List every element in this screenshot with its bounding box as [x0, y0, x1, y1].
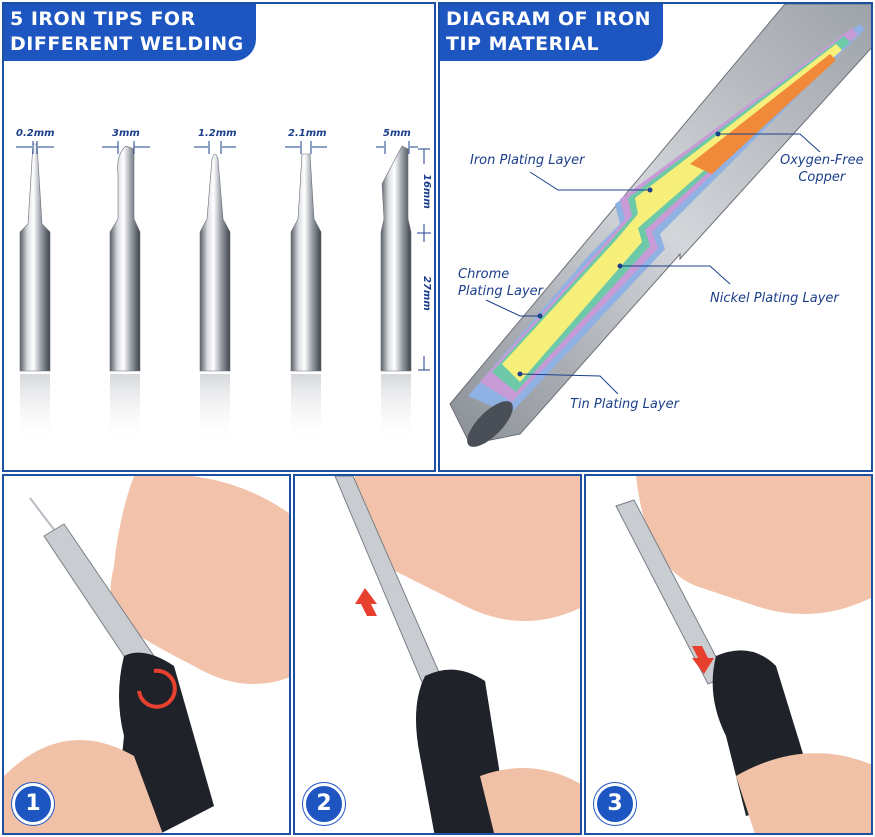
tip-size-label: 0.2mm — [16, 128, 55, 139]
iron-plating-label: Iron Plating Layer — [470, 153, 585, 168]
tip-length-label: 16mm — [421, 174, 432, 209]
step-3-illustration — [615, 476, 871, 833]
tip-size-label: 5mm — [383, 128, 411, 139]
tip-cross-section-illustration — [449, 4, 871, 447]
material-diagram-panel: DIAGRAM OF IRON TIP MATERIAL Iron Platin… — [438, 2, 873, 472]
label-leader-lines — [485, 131, 821, 395]
step-1-panel: 1 — [2, 474, 291, 835]
tips-illustration — [16, 141, 431, 444]
oxygen-free-copper-label: Oxygen-Free Copper — [780, 153, 864, 185]
tip-3mm — [109, 145, 141, 444]
tip-size-label: 2.1mm — [288, 128, 327, 139]
width-dimension-arrows — [16, 141, 418, 154]
step-1-badge: 1 — [12, 783, 54, 825]
tip-0.2mm — [19, 143, 51, 444]
diagram-panel-title: DIAGRAM OF IRON TIP MATERIAL — [440, 4, 663, 61]
tip-size-label: 1.2mm — [198, 128, 237, 139]
step-2-badge: 2 — [303, 783, 345, 825]
step-1-illustration — [4, 476, 289, 833]
body-length-label: 27mm — [421, 276, 432, 311]
tips-panel-title: 5 IRON TIPS FOR DIFFERENT WELDING — [4, 4, 256, 61]
tin-plating-label: Tin Plating Layer — [570, 397, 679, 412]
tip-size-label: 3mm — [112, 128, 140, 139]
tip-5mm — [380, 145, 412, 444]
nickel-plating-label: Nickel Plating Layer — [710, 291, 839, 306]
tip-2.1mm — [290, 153, 322, 444]
step-2-panel: 2 — [293, 474, 582, 835]
chrome-plating-label: Chrome Plating Layer — [458, 267, 543, 299]
step-3-badge: 3 — [594, 783, 636, 825]
step-2-illustration — [334, 476, 580, 833]
tip-1.2mm — [199, 153, 231, 444]
tips-panel: 5 IRON TIPS FOR DIFFERENT WELDING 0.2mm … — [2, 2, 436, 472]
step-3-panel: 3 — [584, 474, 873, 835]
length-dimension-arrows — [417, 148, 431, 371]
